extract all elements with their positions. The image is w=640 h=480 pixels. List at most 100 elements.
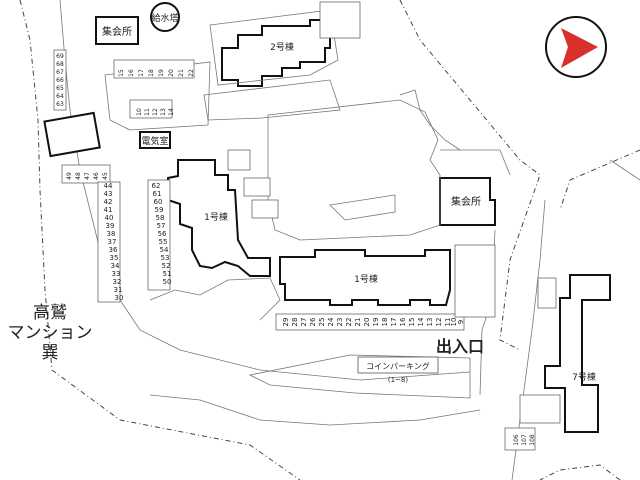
electric-room-label: 電気室 (141, 135, 168, 147)
stall-number: 28 (291, 318, 299, 327)
stall-number: 52 (162, 262, 171, 270)
stall-number: 38 (107, 230, 116, 238)
stall-number: 30 (115, 294, 124, 302)
stall-number: 20 (168, 69, 175, 77)
building-1-west-label: 1号棟 (204, 211, 228, 223)
stall-number: 9 (457, 320, 465, 324)
stall-number: 19 (372, 318, 380, 327)
stall-number: 45 (102, 172, 109, 180)
stall-number: 44 (104, 182, 113, 190)
stall-number: 46 (93, 172, 100, 180)
stall-number: 18 (381, 318, 389, 327)
stall-number: 34 (111, 262, 120, 270)
stall-number: 37 (108, 238, 117, 246)
stall-number: 54 (160, 246, 169, 254)
stall-number: 22 (188, 69, 195, 77)
parking-mid-row: 49 48 47 46 45 (61, 164, 111, 184)
stall-number: 21 (178, 69, 185, 77)
neighbor-label-line3: 巽 (42, 343, 59, 363)
coin-parking-box (357, 356, 439, 374)
stall-number: 24 (327, 317, 335, 326)
stall-number: 33 (112, 270, 121, 278)
stall-number: 41 (104, 206, 113, 214)
electric-room (139, 131, 171, 149)
site-roads (19, 0, 640, 480)
stall-number: 17 (390, 318, 398, 327)
stall-number: 11 (144, 108, 151, 116)
meeting-hall-nw-label: 集会所 (102, 25, 132, 38)
stall-number: 64 (56, 93, 64, 100)
parking-misc (227, 1, 561, 424)
entrance-label: 出入口 (436, 337, 484, 356)
stall-number: 13 (426, 318, 434, 327)
parking-west-column: 69 68 67 66 65 64 63 (53, 49, 67, 111)
parking-east-column: 106 107 108 (504, 427, 536, 451)
building-1-east-label: 1号棟 (354, 273, 378, 285)
stall-number: 21 (354, 318, 362, 327)
parking-small-row: 10 11 12 13 14 (129, 99, 175, 119)
stall-number: 26 (309, 317, 317, 326)
stall-number: 20 (363, 318, 371, 327)
stall-number: 50 (163, 278, 172, 286)
stall-number: 51 (163, 270, 172, 278)
stall-number: 15 (408, 318, 416, 327)
stall-number: 42 (104, 198, 113, 206)
stall-number: 17 (138, 69, 145, 77)
stall-number: 31 (114, 286, 123, 294)
stall-number: 14 (417, 317, 425, 326)
stall-number: 29 (282, 318, 290, 327)
stall-number: 55 (159, 238, 168, 246)
parking-right-column: 62 61 60 59 58 57 56 55 54 53 52 51 50 (147, 179, 172, 291)
stall-number: 43 (104, 190, 113, 198)
stall-number: 106 (513, 434, 520, 446)
stall-number: 12 (435, 318, 443, 327)
water-tower (150, 2, 180, 32)
stall-number: 35 (110, 254, 119, 262)
stall-number: 63 (56, 101, 64, 108)
stall-number: 48 (75, 172, 82, 180)
stall-number: 57 (157, 222, 166, 230)
stall-number: 10 (450, 318, 458, 327)
stall-number: 66 (56, 77, 64, 84)
meeting-hall-center-label: 集会所 (451, 195, 481, 208)
stall-number: 19 (158, 69, 165, 77)
stall-number: 39 (106, 222, 115, 230)
stall-number: 69 (56, 53, 64, 60)
neighbor-label-line2: マンション (8, 323, 93, 343)
stall-number: 36 (109, 246, 118, 254)
stall-number: 58 (156, 214, 165, 222)
stall-number: 107 (521, 434, 528, 446)
building-2-outline (221, 19, 331, 87)
stall-number: 25 (318, 318, 326, 327)
building-2-label: 2号棟 (270, 41, 294, 53)
stall-number: 32 (113, 278, 122, 286)
stall-number: 49 (66, 172, 73, 180)
buildings (43, 2, 611, 433)
stall-number: 40 (105, 214, 114, 222)
building-1-east-outline (279, 249, 451, 306)
stall-number: 60 (154, 198, 163, 206)
stall-number: 22 (345, 318, 353, 327)
stall-number: 108 (529, 434, 536, 446)
parking-left-column: 44 43 42 41 40 39 38 37 36 35 34 33 32 3… (97, 181, 124, 303)
parking-south-row: 29 28 27 26 25 24 23 22 21 20 19 18 17 1… (275, 313, 465, 331)
building-7-outline (544, 274, 611, 433)
stall-number: 62 (152, 182, 161, 190)
water-tower-label: 給水塔 (151, 12, 178, 24)
parking-north-row: 15 16 17 18 19 20 21 22 (113, 59, 195, 79)
meeting-hall-nw (95, 16, 139, 45)
stall-number: 16 (128, 69, 135, 77)
building-7-label: 7号棟 (572, 371, 596, 383)
stall-number: 14 (168, 108, 175, 116)
stall-number: 12 (152, 108, 159, 116)
stall-number: 23 (336, 318, 344, 327)
coin-parking-label: コインパーキング (366, 361, 430, 371)
stall-number: 68 (56, 61, 64, 68)
block-west (43, 111, 101, 158)
stall-number: 59 (155, 206, 164, 214)
stall-number: 15 (118, 69, 125, 77)
north-arrow-icon (545, 16, 607, 78)
stall-number: 53 (161, 254, 170, 262)
parking-stalls: 69 68 67 66 65 64 63 15 16 17 18 19 20 2… (53, 1, 561, 451)
